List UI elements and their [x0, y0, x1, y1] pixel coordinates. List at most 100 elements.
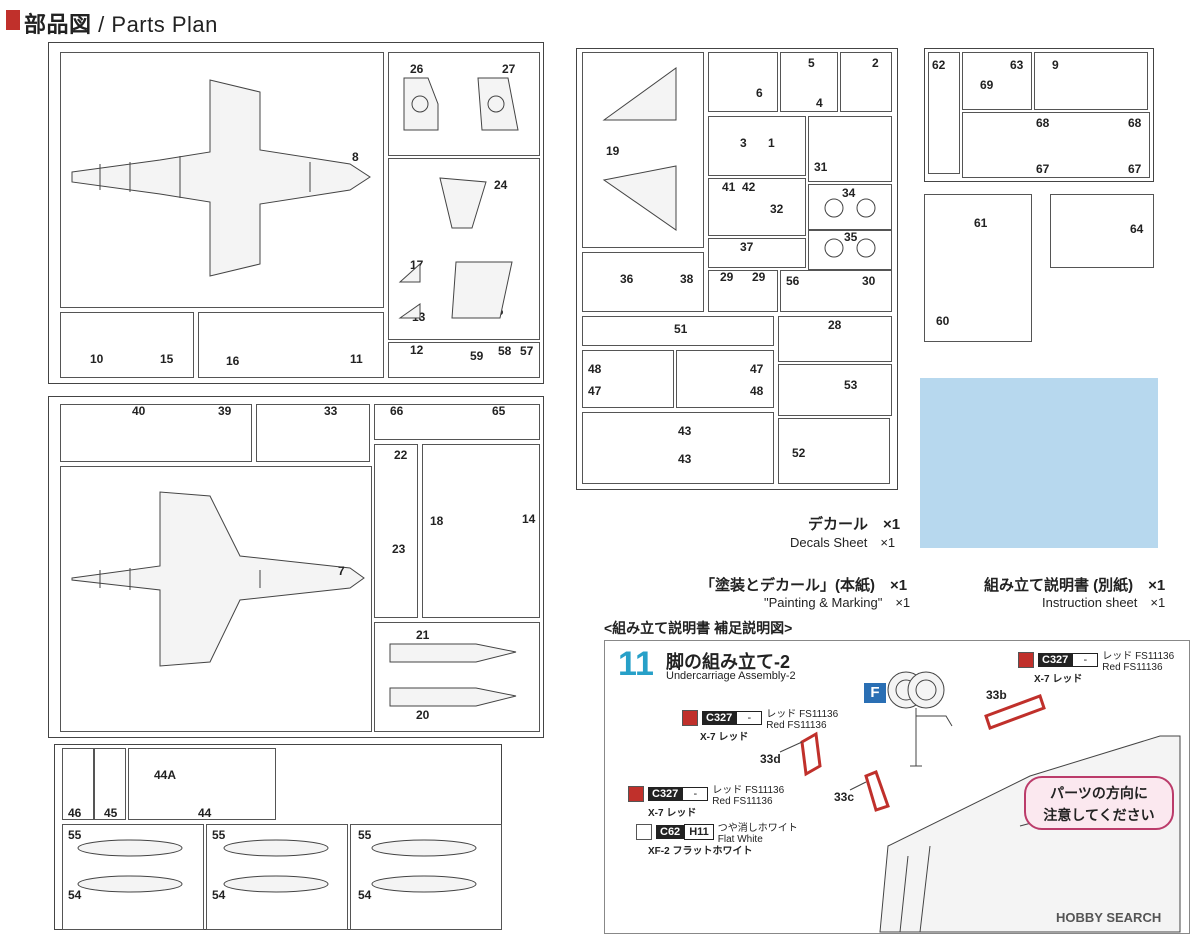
tails-drawing: [398, 177, 513, 319]
part-number: 16: [226, 354, 240, 368]
paint-code: C62: [656, 825, 685, 839]
part-number: 53: [844, 378, 858, 392]
paint-item-en: "Painting & Marking" ×1: [764, 595, 911, 610]
instruction-item-jp: 組み立て説明書 (別紙) ×1: [984, 577, 1166, 594]
part-number: 6: [756, 86, 763, 100]
part-number: 55: [212, 828, 226, 842]
sprue-cell-tail-halves: [422, 444, 540, 618]
paint-name-jp: レッド FS11136: [766, 709, 839, 720]
fuselage-bottom-drawing: [71, 491, 365, 667]
paint-code: C327: [1038, 653, 1073, 667]
instruction-item-en: Instruction sheet ×1: [1042, 595, 1166, 610]
sprue-cell-small-h: [62, 748, 94, 820]
paint-sub: X-7 レッド: [700, 732, 749, 743]
sprue-cell-small-q: [708, 238, 806, 268]
part-number: 68: [1036, 116, 1050, 130]
part-number: 48: [750, 384, 764, 398]
sprue-cell-pylons: [962, 112, 1150, 178]
part-number: 56: [786, 274, 800, 288]
part-number: 36: [620, 272, 634, 286]
sprue-cell-small-o: [808, 116, 892, 182]
decal-item-jp: デカール ×1: [808, 516, 901, 533]
part-number: 37: [740, 240, 754, 254]
paint-code: C327: [702, 711, 737, 725]
title-marker: [6, 10, 20, 30]
sprue-cell-small-z: [582, 412, 774, 484]
sprue-cell-small-l: [780, 52, 838, 112]
fuselage-top-drawing: [71, 79, 371, 277]
sprue-cell-small-r: [582, 252, 704, 312]
part-number: 7: [338, 564, 345, 578]
paint-name-en: Flat White: [717, 834, 763, 845]
paint-code-alt: -: [736, 711, 763, 725]
paint-sub: XF-2 フラットホワイト: [648, 846, 753, 857]
sprue-cell-canopy: [924, 194, 1032, 342]
part-number: 34: [842, 186, 856, 200]
part-number: 66: [390, 404, 404, 418]
watermark: HOBBY SEARCH: [1056, 910, 1162, 925]
sprue-cell-small-j: [128, 748, 276, 820]
part-number: 27: [502, 62, 516, 76]
part-number: 23: [392, 542, 406, 556]
part-number: 40: [132, 404, 146, 418]
part-number: 69: [980, 78, 994, 92]
page-title: 部品図 / Parts Plan: [24, 7, 218, 39]
part-number: 19: [606, 144, 620, 158]
sprue-cell-small-b: [198, 312, 384, 378]
part-number: 68: [1128, 116, 1142, 130]
part-number: 42: [742, 180, 756, 194]
caution-bubble: パーツの方向に 注意してください: [1024, 776, 1174, 830]
sprue-cell-fin: [582, 52, 704, 248]
sprue-cell-small-f: [374, 404, 540, 440]
sprue-cell-small-w: [582, 350, 674, 408]
part-number: 47: [750, 362, 764, 376]
part-number: 51: [674, 322, 688, 336]
sprue-cell-small-bb: [962, 52, 1032, 110]
part-number: 30: [862, 274, 876, 288]
part-number: 32: [770, 202, 784, 216]
part-number: 46: [68, 806, 82, 820]
paint-swatch: [636, 824, 652, 840]
step-title-en: Undercarriage Assembly-2: [666, 670, 796, 682]
paint-swatch: [1018, 652, 1034, 668]
paint-name-en: Red FS11136: [712, 796, 773, 807]
part-number: 22: [394, 448, 408, 462]
sprue-cell-missiles: [778, 418, 890, 484]
paint-code-alt: H11: [684, 824, 714, 840]
part-number: 47: [588, 384, 602, 398]
part-number: 60: [936, 314, 950, 328]
part-number: 44: [198, 806, 212, 820]
sprue-cell-small-e: [256, 404, 370, 462]
part-number: 12: [410, 343, 424, 357]
step-number: 11: [618, 645, 654, 683]
part-number: 65: [492, 404, 506, 418]
paint-swatch: [628, 786, 644, 802]
supplement-heading: <組み立て説明書 補足説明図>: [604, 620, 793, 636]
paint-name-jp: つや消しホワイト: [717, 823, 798, 834]
part-number: 3: [740, 136, 747, 150]
paint-code: C327: [648, 787, 683, 801]
part-number: 39: [218, 404, 232, 418]
paint-name-en: Red FS11136: [766, 720, 827, 731]
paint-name-en: Red FS11136: [1102, 662, 1163, 673]
part-number: 31: [814, 160, 828, 174]
title-jp: 部品図: [24, 12, 92, 37]
part-number: 59: [470, 349, 484, 363]
sprue-cell-wheels-a: [808, 184, 892, 230]
paint-swatch: [682, 710, 698, 726]
title-en: Parts Plan: [111, 12, 218, 37]
part-number: 1: [768, 136, 775, 150]
sprue-cell-small-d: [60, 404, 252, 462]
part-number: 33: [324, 404, 338, 418]
step-title-jp: 脚の組み立て-2: [666, 652, 791, 672]
sprue-cell-small-n: [708, 116, 806, 176]
part-number: 4: [816, 96, 823, 110]
sprue-cell-pod: [1050, 194, 1154, 268]
decal-sheet-image: [920, 378, 1158, 548]
part-number: 55: [68, 828, 82, 842]
